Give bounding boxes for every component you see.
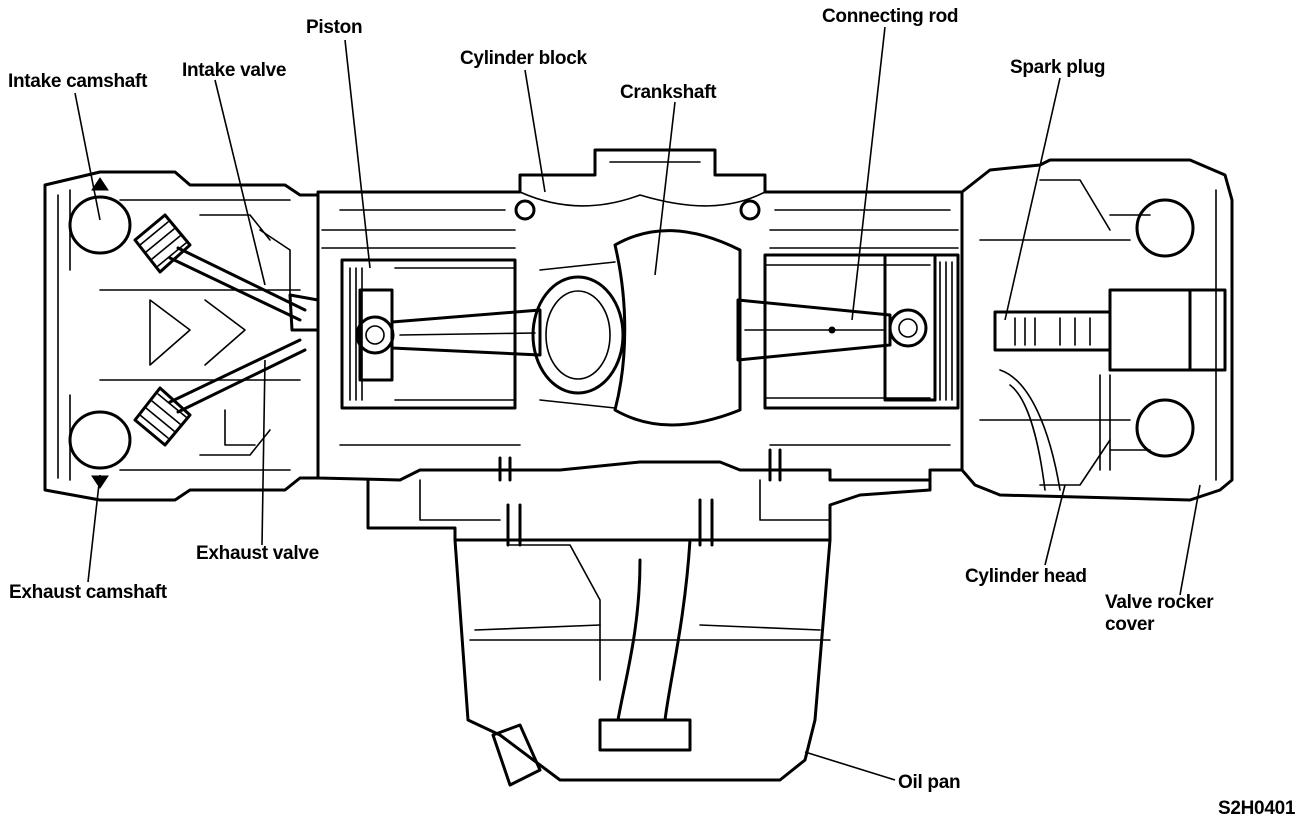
label-spark-plug: Spark plug	[1010, 57, 1106, 78]
leader-intake-camshaft	[74, 92, 101, 221]
leader-exhaust-camshaft	[87, 474, 101, 583]
label-exhaust-valve: Exhaust valve	[196, 543, 319, 564]
label-piston: Piston	[306, 17, 363, 38]
leader-cylinder-head	[1044, 484, 1066, 566]
label-oil-pan: Oil pan	[898, 772, 961, 793]
figure-code: S2H0401	[1218, 798, 1296, 819]
exhaust-valve-assembly	[133, 338, 307, 447]
left-connecting-rod	[390, 308, 542, 357]
leader-intake-valve	[214, 79, 266, 286]
leader-oil-pan	[804, 751, 896, 781]
right-exhaust-camshaft-lobe	[1135, 398, 1195, 458]
right-intake-camshaft-lobe	[1135, 198, 1195, 258]
leader-piston	[344, 39, 371, 269]
label-crankshaft: Crankshaft	[620, 82, 717, 103]
left-cylinder-head	[43, 170, 320, 502]
intake-camshaft-lobe	[68, 177, 132, 255]
spark-plug-assembly	[993, 288, 1227, 372]
leader-crankshaft	[654, 101, 676, 276]
cylinder-block	[316, 148, 964, 482]
leader-connecting-rod	[851, 26, 886, 321]
label-intake-camshaft: Intake camshaft	[8, 71, 148, 92]
leader-exhaust-valve	[261, 359, 266, 546]
label-cylinder-block: Cylinder block	[460, 48, 587, 69]
label-valve-rocker-cover: Valve rocker cover	[1105, 592, 1214, 635]
intake-valve-assembly	[133, 213, 320, 332]
label-connecting-rod: Connecting rod	[822, 6, 959, 27]
leader-cylinder-block	[524, 69, 546, 193]
right-connecting-rod	[736, 298, 892, 362]
leader-spark-plug	[1004, 77, 1061, 321]
label-cylinder-head: Cylinder head	[965, 566, 1087, 587]
crankshaft	[531, 229, 742, 427]
leader-lines	[74, 26, 1201, 781]
right-piston	[763, 253, 960, 410]
right-cylinder-head	[960, 158, 1234, 502]
label-exhaust-camshaft: Exhaust camshaft	[9, 582, 167, 603]
label-intake-valve: Intake valve	[182, 60, 287, 81]
leader-valve-rocker-cover	[1179, 484, 1201, 596]
oil-pan	[453, 498, 832, 787]
